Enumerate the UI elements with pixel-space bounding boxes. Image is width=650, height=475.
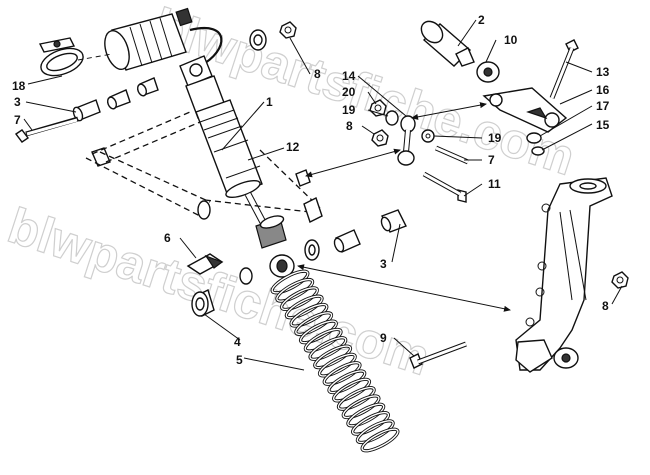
callout-19-lower: 19: [488, 131, 502, 145]
callout-20: 20: [342, 85, 356, 99]
part-adjuster-knob: [420, 20, 475, 67]
spring-coil-highlight: [342, 395, 380, 419]
part-bolt-upper-left: [14, 116, 79, 143]
spring-coil-highlight: [337, 386, 375, 410]
callout-4: 4: [234, 335, 241, 349]
part-bolt-11: [422, 171, 467, 203]
callout-10: 10: [504, 33, 518, 47]
callout-17: 17: [596, 99, 610, 113]
callout-13: 13: [596, 65, 610, 79]
part-bolt-7-center: [434, 145, 470, 165]
callout-7-center: 7: [488, 153, 495, 167]
callout-5: 5: [236, 353, 243, 367]
spring-coil-highlight: [361, 428, 399, 452]
callout-6: 6: [164, 231, 171, 245]
callout-7-left: 7: [14, 113, 21, 127]
spring-coil-highlight: [318, 353, 356, 377]
callout-8-center: 8: [346, 119, 353, 133]
leader-lines: [23, 19, 623, 371]
spring-coil-highlight: [332, 378, 371, 402]
spring-coil-highlight: [347, 403, 385, 427]
part-shock-absorber: [179, 55, 287, 249]
part-bushing-6: [186, 253, 224, 275]
part-link-rod-14: [397, 115, 416, 166]
callout-2: 2: [478, 13, 485, 27]
callout-8-top: 8: [314, 67, 321, 81]
spring-coil-highlight: [304, 328, 342, 352]
connection-arrows: [297, 102, 511, 312]
spring-coil-highlight: [309, 337, 347, 361]
callout-labels: 18 3 7 8 1 12 2 10 13 14 16 20 19 17 8 1…: [12, 13, 610, 367]
part-washer-19-lower: [421, 129, 435, 143]
callout-14: 14: [342, 69, 356, 83]
part-adjuster-cap: [476, 61, 500, 83]
part-a-frame-outline: [85, 111, 323, 223]
callout-1: 1: [266, 95, 273, 109]
part-reservoir-clamp: [38, 37, 84, 77]
part-nut-8-center: [371, 129, 389, 147]
part-linkage-arm: [482, 87, 568, 133]
callout-8-right: 8: [602, 299, 609, 313]
spring-coil-highlight: [323, 361, 361, 385]
part-spacer-small: [106, 77, 159, 110]
part-washer-19-upper: [385, 110, 399, 126]
spring-coil-highlight: [299, 320, 338, 344]
spring-coil-highlight: [351, 411, 390, 435]
callout-19-upper: 19: [342, 103, 356, 117]
part-washer-17: [526, 132, 545, 156]
spring-coil-highlight: [328, 370, 366, 394]
part-bolt-9: [409, 341, 467, 369]
spring-coil-highlight: [314, 345, 352, 369]
callout-3-upper: 3: [14, 95, 21, 109]
callout-11: 11: [488, 177, 501, 191]
callout-18: 18: [12, 79, 26, 93]
watermark-text-bottom: blwpartsfiche.com: [2, 197, 437, 386]
part-reservoir-hose: [189, 27, 223, 67]
callout-9: 9: [380, 331, 387, 345]
part-lower-eye-bushing: [269, 254, 295, 278]
part-spindle-housing: [515, 177, 613, 373]
callout-16: 16: [596, 83, 610, 97]
part-bushings-center: [304, 209, 407, 261]
part-nut-8-right: [611, 271, 629, 289]
spring-coil-highlight: [295, 312, 333, 336]
callout-3-lower: 3: [380, 257, 387, 271]
part-bolt-13: [549, 39, 579, 99]
part-reservoir-canister: [104, 7, 193, 71]
spring-coil-highlight: [356, 420, 394, 444]
callout-12: 12: [286, 140, 300, 154]
callout-15: 15: [596, 118, 610, 132]
part-spacer-4: [191, 267, 253, 317]
part-nut-upper: [249, 21, 297, 51]
